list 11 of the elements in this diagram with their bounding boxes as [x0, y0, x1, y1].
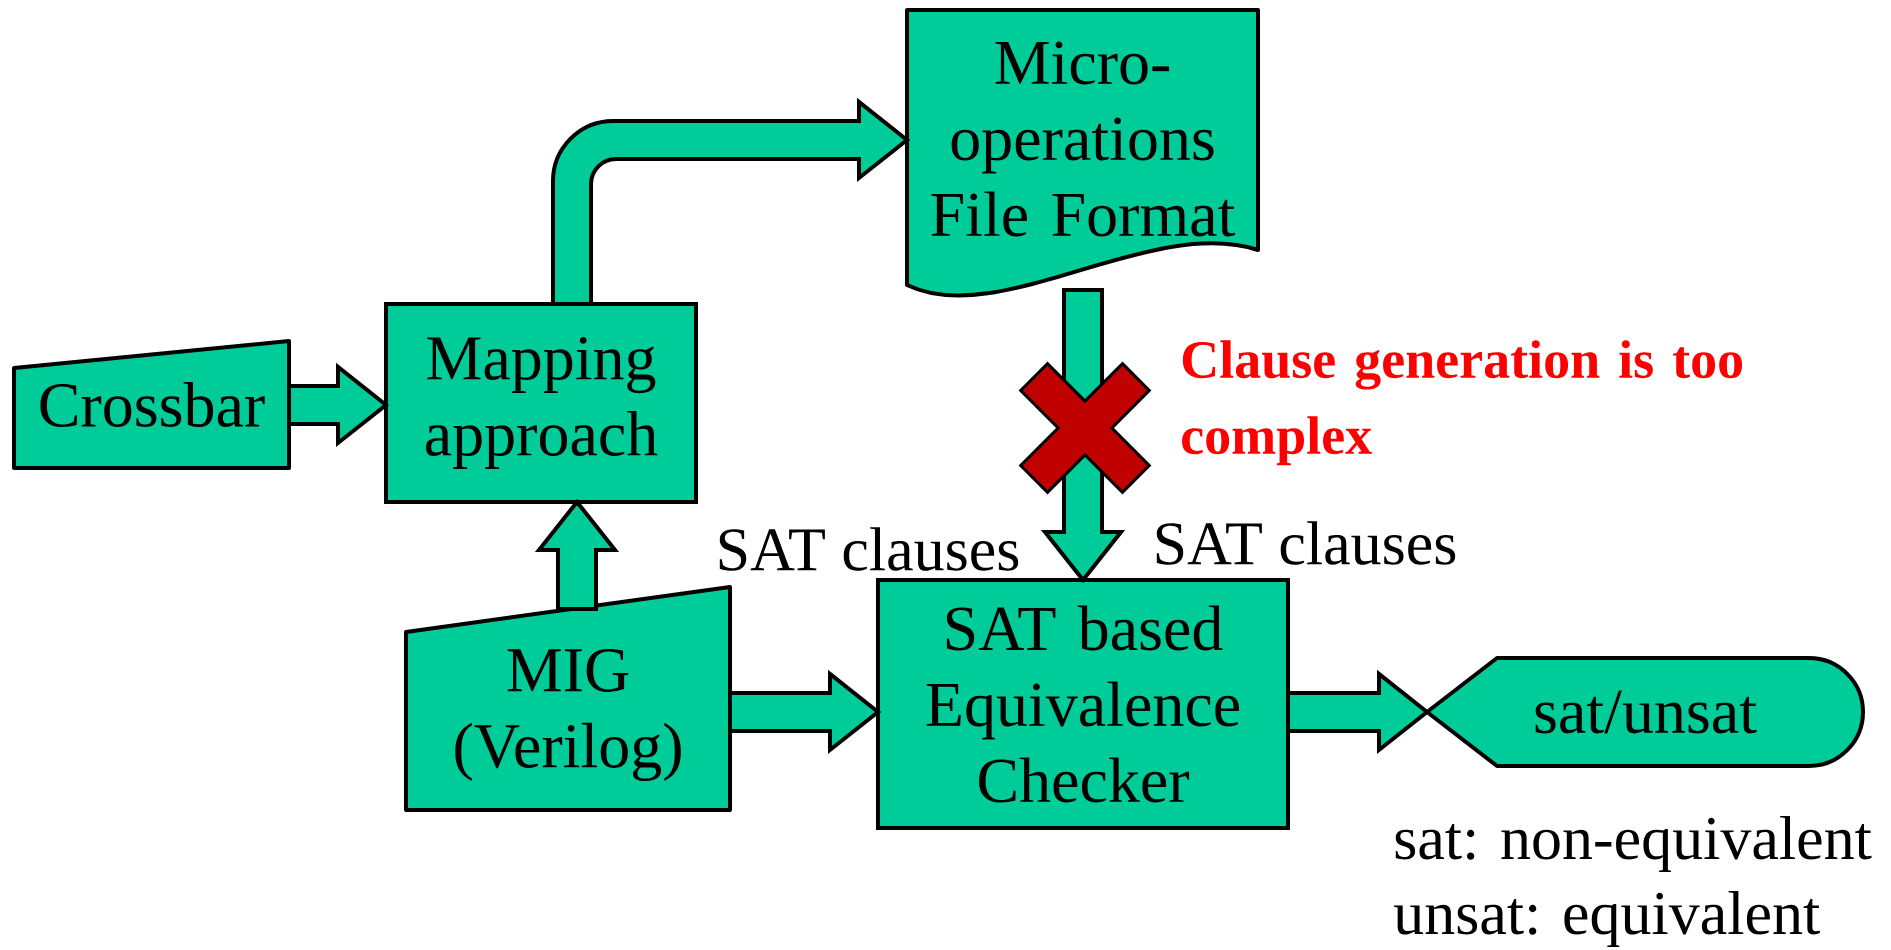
crossed-out-arrow: [1018, 288, 1152, 584]
process-box: SAT based Equivalence Checker: [876, 578, 1290, 830]
note-text: sat: non-equivalent: [1395, 815, 1872, 873]
process-box: Mapping approach: [384, 302, 698, 504]
manual-input-box: MIG (Verilog): [404, 585, 732, 812]
note-text: unsat: equivalent: [1394, 890, 1820, 948]
manual-input-box: Crossbar: [12, 339, 291, 470]
warning-note: Clause generation is too complex: [1182, 340, 1743, 466]
annotation-text: SAT clauses: [719, 527, 1019, 571]
annotation-text: SAT clauses: [1156, 521, 1456, 565]
block-arrow: [534, 498, 620, 611]
